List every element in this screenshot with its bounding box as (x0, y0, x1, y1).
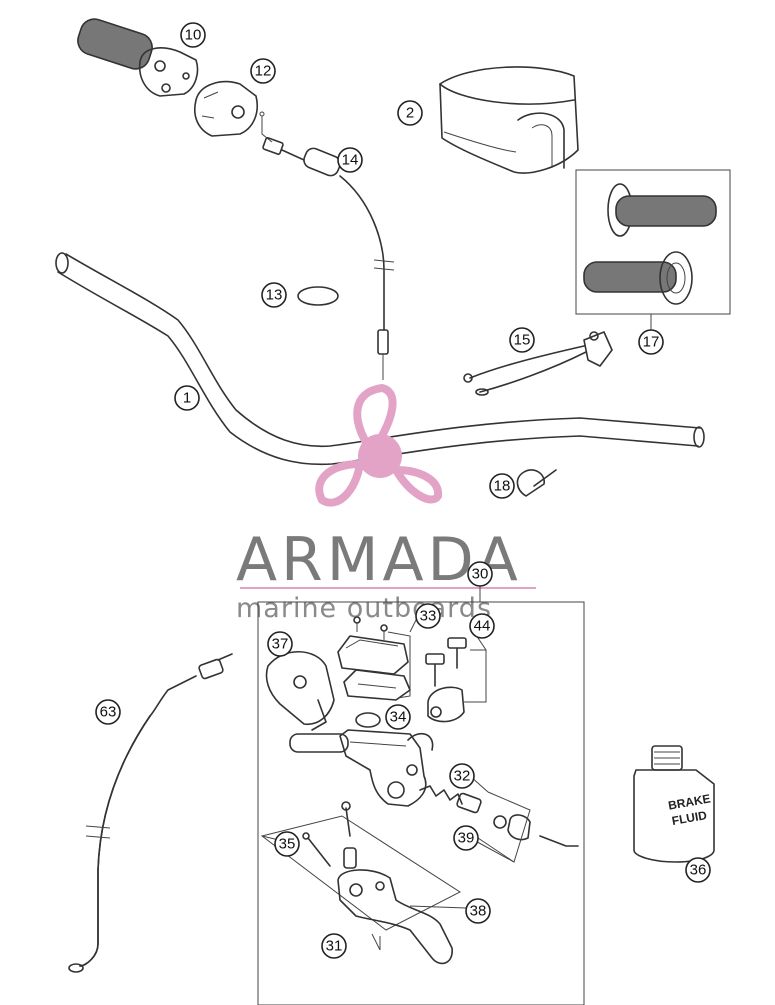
svg-text:14: 14 (342, 152, 359, 169)
part-clamp-bolts (425, 637, 487, 723)
part-cable-tie (516, 469, 557, 497)
svg-text:63: 63 (100, 704, 117, 721)
callout-13: 13 (261, 282, 287, 308)
part-handlebar (55, 252, 705, 466)
svg-text:32: 32 (454, 768, 471, 785)
part-brake-housing-cover (265, 651, 335, 731)
callout-36: 36 (685, 857, 711, 883)
svg-text:36: 36 (690, 862, 707, 879)
svg-text:35: 35 (279, 836, 296, 853)
svg-text:18: 18 (494, 478, 511, 495)
svg-text:30: 30 (472, 566, 489, 583)
callout-1: 1 (174, 385, 200, 411)
svg-text:13: 13 (266, 287, 283, 304)
callout-32: 32 (449, 763, 475, 789)
callout-12: 12 (250, 58, 276, 84)
part-diaphragm (355, 712, 381, 728)
part-grips-set (575, 169, 731, 315)
svg-text:10: 10 (185, 27, 202, 44)
part-piston-spring (419, 785, 579, 863)
part-handlebar-pad (439, 66, 579, 174)
callout-63: 63 (95, 699, 121, 725)
part-brake-fluid-bottle: BRAKE FLUID (633, 745, 715, 863)
callout-35: 35 (274, 831, 300, 857)
svg-text:17: 17 (643, 334, 660, 351)
svg-text:12: 12 (255, 63, 272, 80)
armada-logo-watermark: ARMADA marine outboards (236, 383, 536, 624)
part-o-ring (297, 286, 339, 306)
part-brake-line (68, 653, 233, 973)
part-reservoir-cap (337, 616, 411, 701)
svg-text:33: 33 (420, 608, 437, 625)
svg-text:38: 38 (470, 903, 487, 920)
callout-18: 18 (489, 473, 515, 499)
callout-37: 37 (267, 631, 293, 657)
svg-text:37: 37 (272, 636, 289, 653)
svg-text:15: 15 (514, 332, 531, 349)
callout-33: 33 (415, 603, 441, 629)
callout-38: 38 (465, 898, 491, 924)
callout-2: 2 (397, 100, 423, 126)
part-kill-switch (463, 331, 613, 396)
callout-10: 10 (180, 22, 206, 48)
brake-assembly-frame (257, 601, 585, 1005)
callout-34: 34 (385, 704, 411, 730)
svg-text:1: 1 (183, 390, 191, 407)
logo-brand: ARMADA (236, 525, 522, 595)
logo-tagline: marine outboards (236, 593, 492, 624)
callout-14: 14 (337, 147, 363, 173)
part-master-cylinder (289, 729, 434, 807)
part-throttle-grip (77, 18, 199, 97)
callout-17: 17 (638, 329, 664, 355)
svg-text:2: 2 (406, 105, 414, 122)
callout-15: 15 (509, 327, 535, 353)
part-brake-lever-kit (260, 801, 461, 965)
callout-39: 39 (453, 825, 479, 851)
callout-44: 44 (469, 613, 495, 639)
part-throttle-cable (259, 111, 395, 380)
svg-text:34: 34 (390, 709, 407, 726)
callout-31: 31 (321, 933, 347, 959)
svg-text:44: 44 (474, 618, 491, 635)
svg-text:31: 31 (326, 938, 343, 955)
callout-30: 30 (467, 561, 493, 587)
svg-text:39: 39 (458, 830, 475, 847)
bottle-label-line2: FLUID (671, 808, 709, 828)
part-throttle-cover (194, 80, 258, 137)
propeller-logo-mark (315, 383, 443, 507)
